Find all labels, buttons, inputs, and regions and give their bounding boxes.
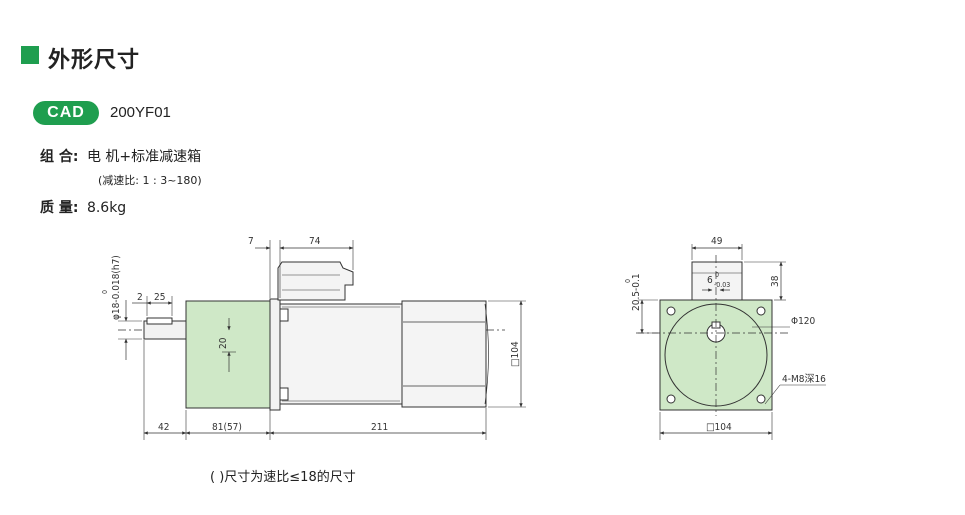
dim-20-5-zero: 0 bbox=[624, 279, 632, 283]
dim-key6-tol: -0.03 bbox=[714, 281, 730, 289]
front-view bbox=[636, 244, 826, 440]
mass-value: 8.6kg bbox=[86, 200, 127, 216]
motor-body bbox=[279, 303, 403, 405]
dim-7: 7 bbox=[248, 236, 254, 247]
dim-120: Φ120 bbox=[791, 316, 816, 327]
dim-holes: 4-M8深16 bbox=[782, 373, 826, 385]
title-square-icon bbox=[21, 46, 39, 64]
dim-49: 49 bbox=[711, 236, 723, 247]
combo-value: 电 机+标准减速箱 bbox=[86, 149, 202, 165]
dim-42: 42 bbox=[158, 422, 169, 433]
dim-25: 25 bbox=[154, 292, 165, 303]
mass-line: 质 量: 8.6kg bbox=[40, 197, 126, 217]
mount-hole bbox=[666, 306, 676, 316]
gearbox-body bbox=[185, 300, 271, 409]
combo-line: 组 合: 电 机+标准减速箱 bbox=[40, 146, 201, 166]
flange bbox=[269, 298, 281, 411]
mount-hole bbox=[666, 394, 676, 404]
dim-38: 38 bbox=[770, 275, 781, 287]
terminal-box bbox=[277, 261, 354, 301]
dim-key6: 6 bbox=[707, 275, 713, 286]
ratio-note: (减速比: 1 : 3~180) bbox=[98, 174, 202, 187]
dim-104-front: □104 bbox=[706, 422, 732, 433]
dim-key6-zero: 0 bbox=[715, 271, 719, 279]
dim-211: 211 bbox=[371, 422, 388, 433]
dim-shaft-dia-zero: 0 bbox=[101, 290, 109, 294]
motor-rear-cover bbox=[401, 300, 487, 408]
mount-hole bbox=[756, 394, 766, 404]
page-title: 外形尺寸 bbox=[48, 48, 141, 73]
combo-label: 组 合: bbox=[40, 149, 79, 165]
dim-81: 81(57) bbox=[212, 422, 242, 433]
dim-20-5: 20.5-0.1 bbox=[631, 273, 642, 311]
footnote: ( )尺寸为速比≤18的尺寸 bbox=[210, 470, 356, 485]
model-number: 200YF01 bbox=[110, 104, 171, 121]
front-terminal-box bbox=[691, 261, 743, 301]
dim-104-side: □104 bbox=[510, 341, 521, 367]
cad-button[interactable]: CAD bbox=[33, 101, 99, 125]
mount-hole bbox=[756, 306, 766, 316]
dim-20: 20 bbox=[218, 337, 229, 349]
dim-74: 74 bbox=[309, 236, 321, 247]
mass-label: 质 量: bbox=[40, 200, 79, 216]
dim-shaft-dia: φ18-0.018(h7) bbox=[111, 255, 122, 320]
side-view bbox=[118, 240, 526, 440]
dim-2: 2 bbox=[137, 292, 143, 303]
shaft-key bbox=[146, 317, 173, 325]
